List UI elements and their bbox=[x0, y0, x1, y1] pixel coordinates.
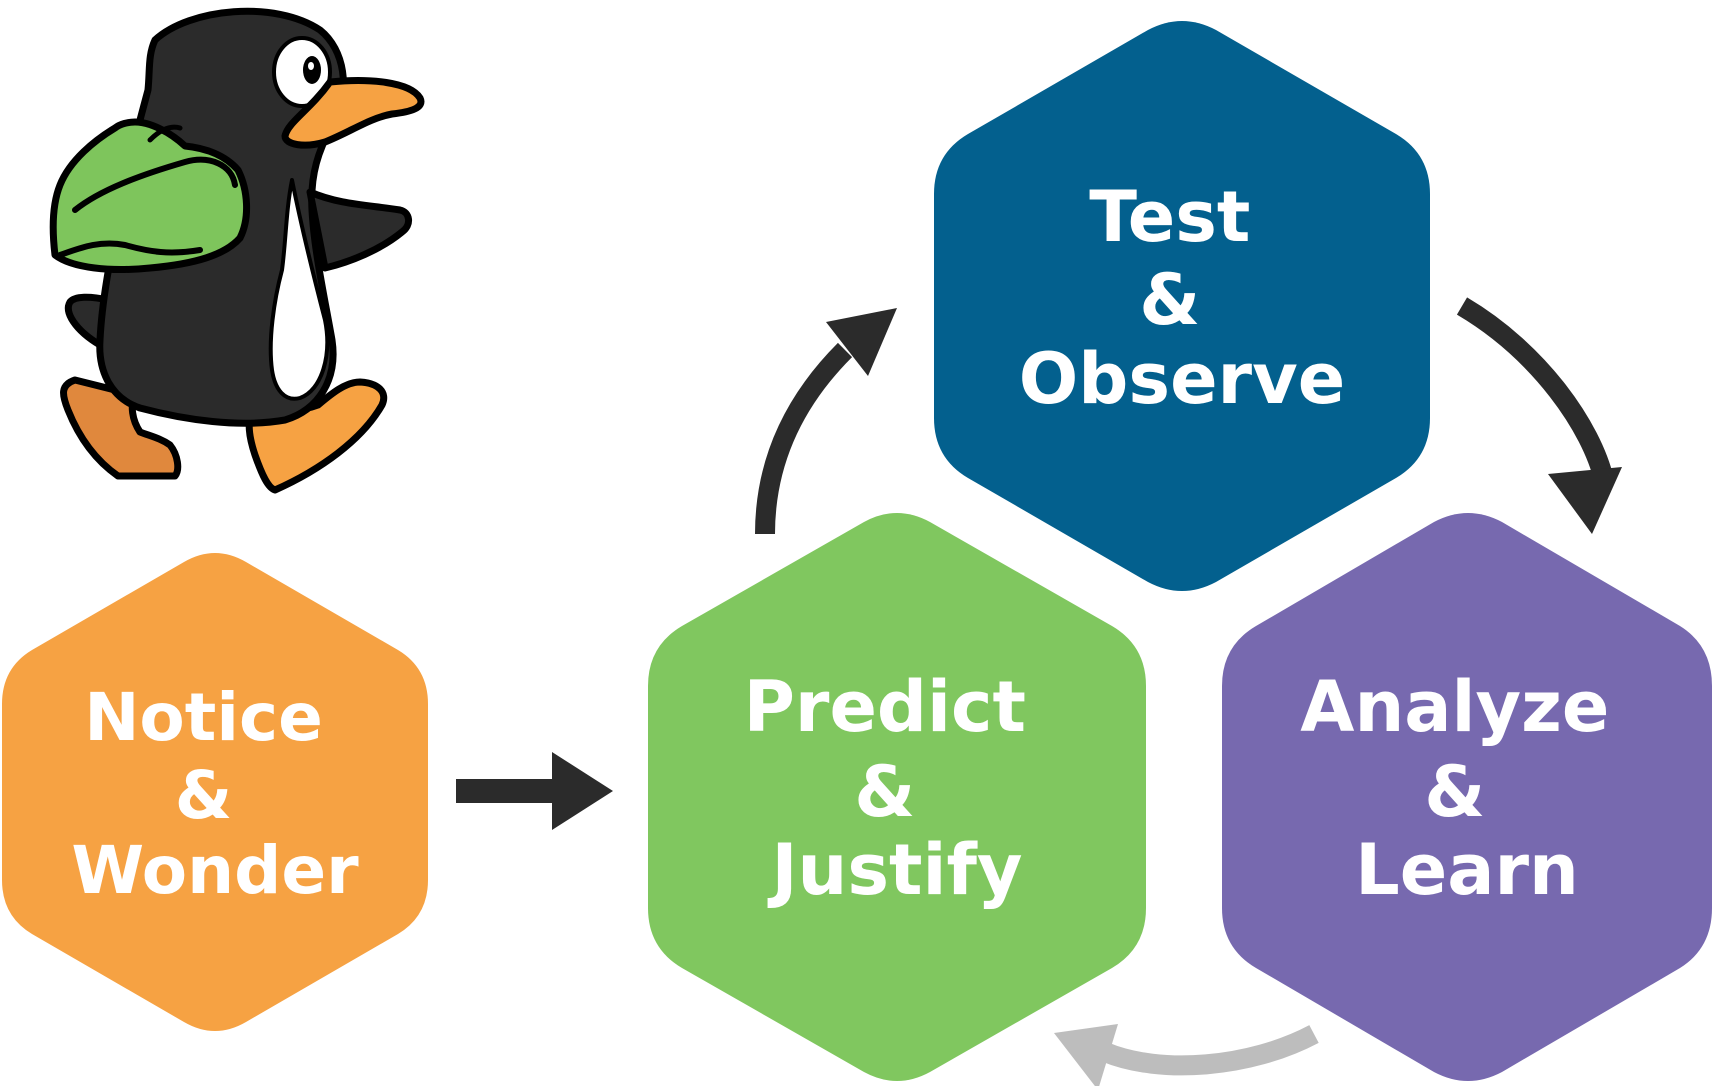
stage-analyze-learn: Analyze & Learn bbox=[1222, 513, 1712, 1081]
stage-label-line-3: Learn bbox=[1355, 829, 1579, 911]
stage-label: Test & Observe bbox=[1019, 176, 1345, 420]
stage-label-line-1: Analyze bbox=[1300, 666, 1609, 748]
stage-label: Predict & Justify bbox=[744, 666, 1051, 911]
stage-label-line-3: Justify bbox=[767, 829, 1022, 911]
stage-predict-justify: Predict & Justify bbox=[648, 513, 1146, 1081]
stage-label-line-1: Test bbox=[1089, 176, 1250, 258]
penguin-with-backpack-icon bbox=[49, 7, 425, 494]
stage-label: Analyze & Learn bbox=[1300, 666, 1633, 911]
stage-label-line-2: & bbox=[1424, 751, 1485, 833]
stage-label-line-1: Notice bbox=[84, 679, 323, 756]
hexagon-shape bbox=[2, 553, 428, 1031]
arrow-test-to-analyze bbox=[1456, 297, 1622, 534]
arrow-predict-to-test bbox=[755, 308, 897, 535]
arrow-analyze-to-predict bbox=[1054, 1024, 1319, 1086]
stage-label-line-2: & bbox=[1139, 259, 1200, 341]
stage-label: Notice & Wonder bbox=[71, 679, 359, 909]
arrow-notice-to-predict bbox=[456, 752, 613, 830]
stage-label-line-2: & bbox=[854, 751, 915, 833]
hexagon-shape bbox=[934, 21, 1430, 591]
hexagon-shape bbox=[648, 513, 1146, 1081]
stage-label-line-1: Predict bbox=[744, 666, 1026, 748]
hexagon-shape bbox=[1222, 513, 1712, 1081]
stage-label-line-3: Observe bbox=[1019, 338, 1345, 420]
stage-notice-wonder: Notice & Wonder bbox=[2, 553, 428, 1031]
stage-label-line-2: & bbox=[175, 757, 233, 834]
stage-label-line-3: Wonder bbox=[71, 832, 359, 909]
stage-test-observe: Test & Observe bbox=[934, 21, 1430, 591]
